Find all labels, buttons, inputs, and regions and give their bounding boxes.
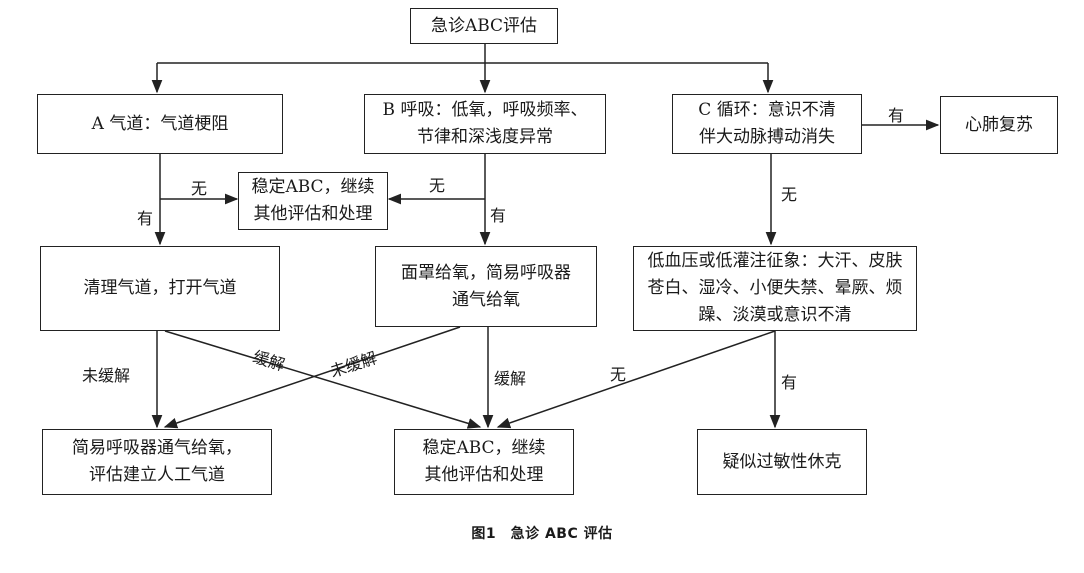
label-hypotension-yes: 有 [781, 373, 798, 392]
arrow-hypotension-to-stable [496, 330, 776, 429]
label-relieved-mid: 缓解 [494, 369, 527, 388]
node-cpr: 心肺复苏 [940, 96, 1058, 154]
label-circulation-no: 无 [781, 185, 798, 204]
label-airway-no: 无 [191, 179, 208, 198]
label-breathing-no: 无 [429, 176, 446, 195]
label-circulation-yes: 有 [888, 106, 905, 125]
figure-caption: 图1 急诊 ABC 评估 [471, 526, 613, 542]
node-anaphylaxis: 疑似过敏性休克 [697, 429, 867, 495]
arrow-mask-to-bag [163, 326, 461, 429]
label-hypotension-no: 无 [610, 365, 627, 384]
label-breathing-yes: 有 [490, 206, 507, 225]
arrow-clear-to-stable [164, 330, 482, 429]
label-airway-yes: 有 [137, 209, 154, 228]
node-circulation: C 循环：意识不清 伴大动脉搏动消失 [672, 94, 862, 154]
node-mask-oxygen: 面罩给氧，简易呼吸器 通气给氧 [375, 246, 597, 327]
node-bag-airway: 简易呼吸器通气给氧， 评估建立人工气道 [42, 429, 272, 495]
node-airway: A 气道：气道梗阻 [37, 94, 283, 154]
label-unrelieved-left: 未缓解 [82, 366, 131, 385]
node-breathing: B 呼吸：低氧，呼吸频率、 节律和深浅度异常 [364, 94, 606, 154]
node-stable-mid: 稳定ABC，继续 其他评估和处理 [238, 172, 388, 230]
node-stable-bottom: 稳定ABC，继续 其他评估和处理 [394, 429, 574, 495]
node-clear-airway: 清理气道，打开气道 [40, 246, 280, 331]
node-hypotension: 低血压或低灌注征象：大汗、皮肤 苍白、湿冷、小便失禁、晕厥、烦 躁、淡漠或意识不… [633, 246, 917, 331]
node-abc-assessment: 急诊ABC评估 [410, 8, 558, 44]
